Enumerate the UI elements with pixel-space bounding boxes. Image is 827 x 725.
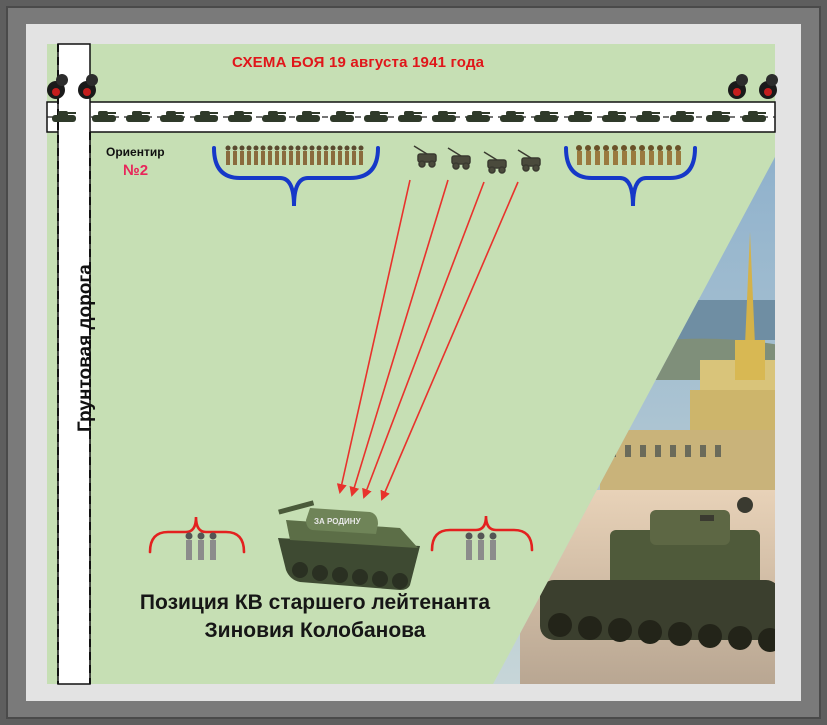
landmark-label: Ориентир bbox=[106, 145, 165, 159]
road-label: Грунтовая дорога bbox=[75, 264, 96, 432]
enemy-bracket bbox=[212, 146, 697, 207]
road-vertical bbox=[57, 43, 91, 685]
artillery-gun-icon bbox=[413, 145, 541, 174]
soldier-icon bbox=[225, 145, 364, 165]
landmark-number: №2 bbox=[123, 162, 149, 179]
kv-tank-icon: ЗА РОДИНУ bbox=[278, 500, 420, 590]
svg-text:ЗА РОДИНУ: ЗА РОДИНУ bbox=[314, 517, 362, 526]
tank-column-icon bbox=[52, 111, 766, 122]
soldier-icon bbox=[185, 532, 497, 560]
scheme-title: СХЕМА БОЯ 19 августа 1941 года bbox=[232, 54, 485, 71]
fire-lines bbox=[336, 179, 519, 501]
position-caption-line1: Позиция КВ старшего лейтенанта bbox=[139, 591, 491, 614]
burning-tank-icon bbox=[47, 74, 778, 99]
soldier-icon bbox=[576, 145, 681, 165]
kv-photo-icon bbox=[540, 497, 775, 652]
own-bracket bbox=[148, 515, 534, 554]
position-caption-line2: Зиновия Колобанова bbox=[204, 619, 426, 642]
